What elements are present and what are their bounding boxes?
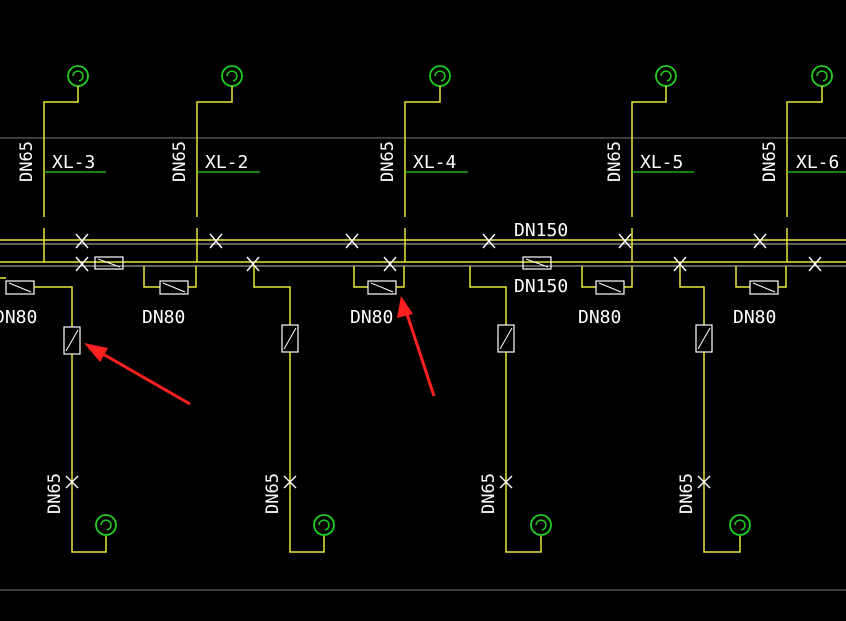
sprinkler-circle-icon xyxy=(95,514,117,536)
branch-size-label: DN80 xyxy=(578,307,621,328)
riser-label: XL-2 xyxy=(205,152,248,173)
drop-size-label: DN65 xyxy=(677,473,697,514)
main-pipe-upper-label: DN150 xyxy=(514,220,568,241)
riser-size-label: DN65 xyxy=(605,141,625,182)
main-pipe-lower-label: DN150 xyxy=(514,276,568,297)
gate-valve-x-icon xyxy=(75,233,89,249)
drop-size-label: DN65 xyxy=(45,473,65,514)
gate-valve-x-icon xyxy=(499,475,513,489)
branch-size-label: DN80 xyxy=(350,307,393,328)
sprinkler-circle-icon xyxy=(655,65,677,87)
gate-valve-x-icon xyxy=(673,256,687,272)
riser-label: XL-4 xyxy=(413,152,456,173)
sprinkler-circle-icon xyxy=(221,65,243,87)
check-valve-box-icon xyxy=(522,256,552,270)
riser-pipe xyxy=(631,86,667,217)
riser-label: XL-3 xyxy=(52,152,95,173)
branch-dn80-5[interactable]: DN80 xyxy=(733,266,787,328)
riser-xl-6[interactable]: XL-6 DN65 xyxy=(760,65,846,217)
branch-size-label: DN80 xyxy=(142,307,185,328)
riser-size-label: DN65 xyxy=(17,141,37,182)
gate-valves-lower xyxy=(75,256,822,272)
riser-label: XL-6 xyxy=(796,152,839,173)
sprinkler-glyph xyxy=(816,70,828,82)
riser-pipe xyxy=(43,86,79,217)
drop-3[interactable]: DN65 xyxy=(469,266,552,553)
drop-size-label: DN65 xyxy=(263,473,283,514)
riser-size-label: DN65 xyxy=(378,141,398,182)
riser-xl-3[interactable]: XL-3 DN65 xyxy=(17,65,106,217)
sprinkler-glyph xyxy=(226,70,238,82)
riser-size-label: DN65 xyxy=(760,141,780,182)
branch-size-label: DN80 xyxy=(0,307,37,328)
gate-valve-x-icon xyxy=(283,475,297,489)
riser-pipe xyxy=(196,86,233,217)
gate-valve-x-icon xyxy=(618,233,632,249)
gate-valve-x-icon xyxy=(65,475,79,489)
sprinkler-circle-icon xyxy=(811,65,833,87)
sprinkler-glyph xyxy=(72,70,84,82)
riser-xl-4[interactable]: XL-4 DN65 xyxy=(378,65,468,217)
main-pipe-lower xyxy=(0,261,846,267)
sprinkler-circle-icon xyxy=(313,514,335,536)
gate-valve-x-icon xyxy=(753,233,767,249)
riser-connections xyxy=(43,228,788,262)
riser-label: XL-5 xyxy=(640,152,683,173)
sprinkler-circle-icon xyxy=(429,65,451,87)
sprinkler-circle-icon xyxy=(530,514,552,536)
drop-size-label: DN65 xyxy=(479,473,499,514)
gate-valve-x-icon xyxy=(345,233,359,249)
gate-valve-x-icon xyxy=(209,233,223,249)
riser-size-label: DN65 xyxy=(170,141,190,182)
branch-dn80-1[interactable]: DN80 xyxy=(0,277,73,328)
main-pipe-upper xyxy=(0,239,846,245)
riser-pipe xyxy=(404,86,441,217)
red-arrow-icon xyxy=(397,296,436,397)
branch-dn80-2[interactable]: DN80 xyxy=(142,266,197,328)
sprinkler-circle-icon xyxy=(67,65,89,87)
drop-1[interactable]: DN65 xyxy=(45,326,117,553)
gate-valve-x-icon xyxy=(482,233,496,249)
gate-valves-upper xyxy=(75,233,767,249)
branch-dn80-4[interactable]: DN80 xyxy=(578,266,633,328)
riser-xl-5[interactable]: XL-5 DN65 xyxy=(605,65,694,217)
gate-valve-x-icon xyxy=(75,256,89,272)
gate-valve-x-icon xyxy=(383,256,397,272)
sprinkler-glyph xyxy=(660,70,672,82)
riser-xl-2[interactable]: XL-2 DN65 xyxy=(170,65,260,217)
branch-dn80-3[interactable]: DN80 xyxy=(350,266,405,328)
branch-size-label: DN80 xyxy=(733,307,776,328)
gate-valve-x-icon xyxy=(808,256,822,272)
drop-2[interactable]: DN65 xyxy=(253,266,335,553)
gate-valve-x-icon xyxy=(246,256,260,272)
check-valve-box-icon xyxy=(94,256,124,270)
sprinkler-circle-icon xyxy=(729,514,751,536)
gate-valve-x-icon xyxy=(697,475,711,489)
red-arrow-icon xyxy=(84,343,191,406)
sprinkler-glyph xyxy=(434,70,446,82)
drop-4[interactable]: DN65 xyxy=(677,266,751,553)
riser-pipe xyxy=(786,86,823,217)
